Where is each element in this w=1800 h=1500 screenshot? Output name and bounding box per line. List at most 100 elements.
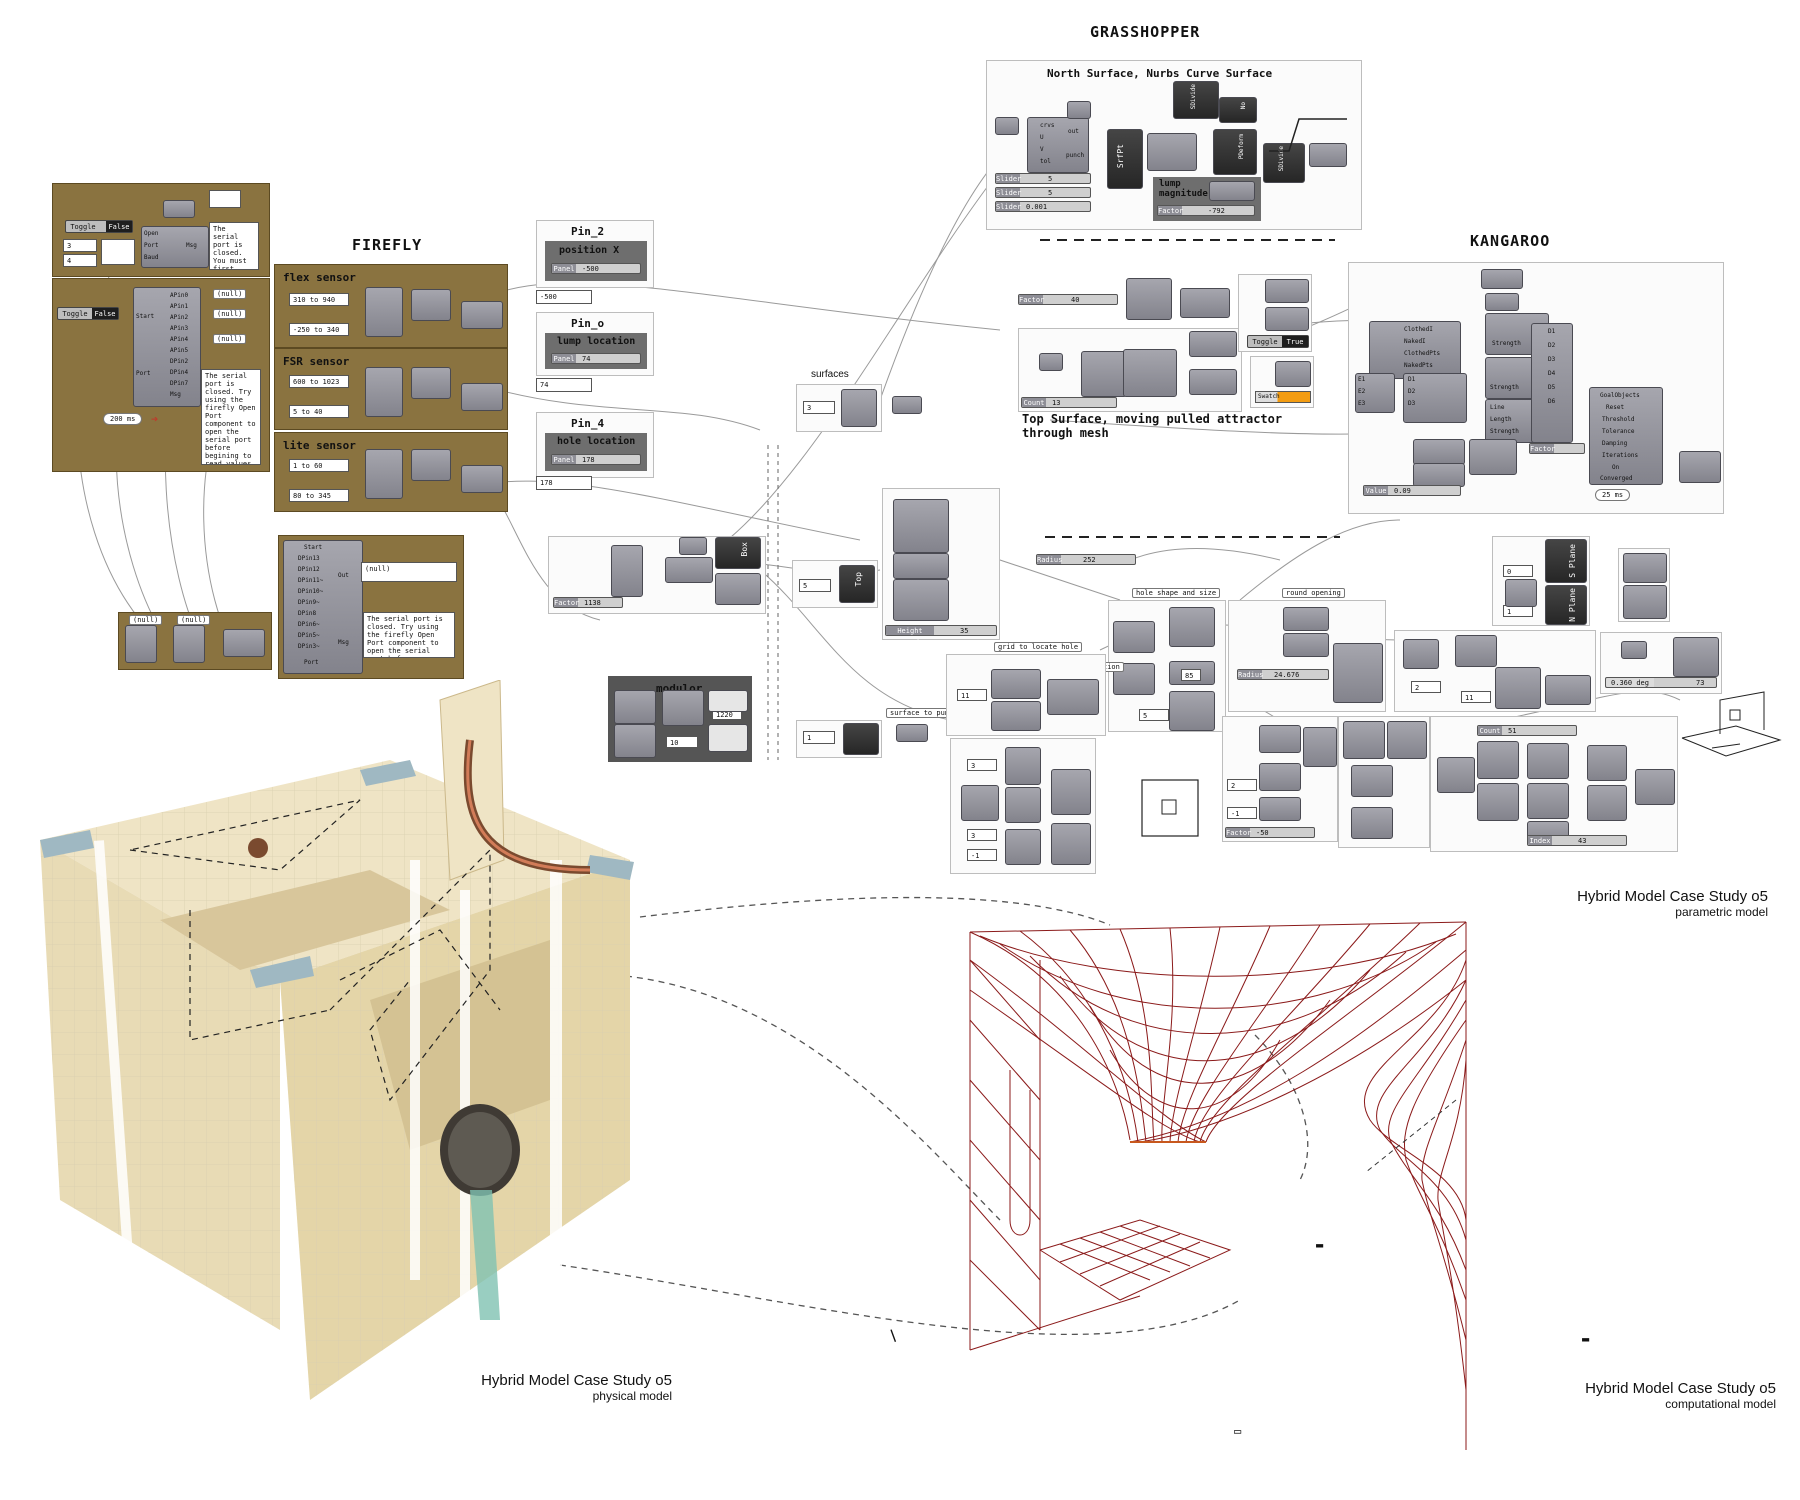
curve-param-component[interactable]: [995, 117, 1019, 135]
hole-comp-5[interactable]: [1169, 691, 1215, 731]
ci-comp-2[interactable]: [1477, 741, 1519, 779]
box-input-component[interactable]: [611, 545, 643, 597]
modulor-comp-1[interactable]: [614, 690, 656, 724]
surface-param-component[interactable]: [892, 396, 922, 414]
s-input[interactable]: 1: [803, 731, 835, 744]
remap-component[interactable]: [125, 625, 157, 663]
stack-comp-6[interactable]: [1051, 823, 1091, 865]
fsr-range-2[interactable]: 5 to 40: [289, 405, 349, 418]
kangaroo-top-comp-1[interactable]: [1481, 269, 1523, 289]
flex-smooth-component[interactable]: [461, 301, 503, 329]
open-toggle[interactable]: Toggle False: [65, 220, 133, 233]
stack-comp-5[interactable]: [1005, 829, 1041, 865]
modulor-comp-4[interactable]: [708, 690, 748, 712]
punch-param-component[interactable]: [896, 724, 928, 742]
lite-smooth-component[interactable]: [461, 465, 503, 493]
mb-comp-4[interactable]: [1351, 807, 1393, 839]
top-component[interactable]: Top: [839, 565, 875, 603]
lite-range-2[interactable]: 80 to 345: [289, 489, 349, 502]
index-slider[interactable]: Index 43: [1527, 835, 1627, 846]
pin-2-slider[interactable]: Panel -500: [551, 263, 641, 274]
read-timer[interactable]: 200 ms: [103, 413, 143, 425]
lite-remap-component[interactable]: [365, 449, 403, 499]
kangaroo-factor-slider[interactable]: Factor: [1529, 443, 1585, 454]
kangaroo-top-comp-2[interactable]: [1485, 293, 1519, 311]
north-param-component[interactable]: [1067, 101, 1091, 119]
lump-component[interactable]: [1209, 181, 1255, 201]
hole-comp-2[interactable]: [1169, 607, 1215, 647]
kangaroo-expr-2[interactable]: [1413, 463, 1465, 487]
hole-value-2[interactable]: 5: [1139, 709, 1169, 721]
stack-value-1[interactable]: 3: [967, 759, 997, 771]
toggle-comp-1[interactable]: [1265, 279, 1309, 303]
stack-comp-2[interactable]: [961, 785, 999, 821]
ci-comp-7[interactable]: [1587, 745, 1627, 781]
modulor-comp-2[interactable]: [614, 724, 656, 758]
plane-value-1[interactable]: 0: [1503, 565, 1533, 577]
ci-comp-5[interactable]: [1527, 783, 1569, 819]
flex-range-2[interactable]: -250 to 340: [289, 323, 349, 336]
height-comp-2[interactable]: [893, 553, 949, 579]
stack-comp-1[interactable]: [1005, 747, 1041, 785]
top-surface-comp-4[interactable]: [1189, 369, 1237, 395]
surfaces-input[interactable]: 3: [803, 401, 835, 414]
box-component[interactable]: Box: [715, 537, 761, 569]
swatch-component[interactable]: [1275, 361, 1311, 387]
fb-comp-4[interactable]: [1303, 727, 1337, 767]
serial-write-component[interactable]: Start DPin13 DPin12 DPin11~ DPin10~ DPin…: [283, 540, 363, 674]
radius-slider[interactable]: Radius 252: [1036, 554, 1136, 565]
fb-comp-1[interactable]: [1259, 725, 1301, 753]
count-bottom-slider[interactable]: Count 51: [1477, 725, 1577, 736]
port-value-2[interactable]: 4: [63, 254, 97, 267]
read-toggle[interactable]: Toggle False: [57, 307, 119, 320]
top-expr-1[interactable]: [1126, 278, 1172, 320]
grid-comp-1[interactable]: [991, 669, 1041, 699]
smooth-component[interactable]: [223, 629, 265, 657]
step-value-2[interactable]: 11: [1461, 691, 1491, 703]
hole-value-1[interactable]: 85: [1181, 669, 1201, 681]
move-component[interactable]: [1147, 133, 1197, 171]
ci-comp-8[interactable]: [1587, 785, 1627, 821]
ci-comp-9[interactable]: [1635, 769, 1675, 805]
map-component[interactable]: [173, 625, 205, 663]
deg-comp-1[interactable]: [1621, 641, 1647, 659]
factor-top-slider[interactable]: Factor 40: [1018, 294, 1118, 305]
flex-range-1[interactable]: 310 to 940: [289, 293, 349, 306]
n-plane-component[interactable]: N Plane: [1545, 585, 1587, 625]
north-output-component[interactable]: [1309, 143, 1347, 167]
kangaroo-solver[interactable]: GoalObjects Reset Threshold Tolerance Da…: [1589, 387, 1663, 485]
s-component[interactable]: [843, 723, 879, 755]
box-param-component[interactable]: [679, 537, 707, 555]
d-comp-2[interactable]: [1623, 585, 1667, 619]
no-component[interactable]: No: [1219, 97, 1257, 123]
step-comp-1[interactable]: [1403, 639, 1439, 669]
height-comp-3[interactable]: [893, 579, 949, 621]
port-value-3[interactable]: [101, 239, 135, 265]
fb-value-2[interactable]: -1: [1227, 807, 1257, 819]
modulor-comp-5[interactable]: [708, 724, 748, 752]
step-comp-2[interactable]: [1455, 635, 1497, 667]
fb-comp-3[interactable]: [1259, 797, 1301, 821]
flex-remap-component[interactable]: [365, 287, 403, 337]
s-plane-component[interactable]: S Plane: [1545, 539, 1587, 583]
kangaroo-timer[interactable]: 25 ms: [1595, 489, 1631, 501]
ci-comp-1[interactable]: [1437, 757, 1475, 793]
panel-switch-component[interactable]: [163, 200, 195, 218]
kangaroo-output-comp[interactable]: [1679, 451, 1721, 483]
fsr-remap-component[interactable]: [365, 367, 403, 417]
e-comp[interactable]: E1 E2 E3: [1355, 373, 1395, 413]
serial-read-component[interactable]: Start Port APin0 APin1 APin2 APin3 APin4…: [133, 287, 201, 407]
pin-4-slider[interactable]: Panel 178: [551, 454, 641, 465]
fsr-graph-component[interactable]: [411, 367, 451, 399]
kangaroo-point-comp[interactable]: [1469, 439, 1517, 475]
n-component[interactable]: [841, 389, 877, 427]
open-port-component[interactable]: Open Port Baud Msg: [141, 226, 209, 268]
modulor-value[interactable]: 10: [666, 736, 698, 748]
srfpt-component[interactable]: SrfPt: [1107, 129, 1143, 189]
flex-graph-component[interactable]: [411, 289, 451, 321]
deg-slider[interactable]: 0.360 deg 73: [1605, 677, 1717, 688]
lump-slider[interactable]: Factor -792: [1157, 205, 1255, 216]
north-slider-1[interactable]: Slider 5: [995, 173, 1091, 184]
toggle-comp-2[interactable]: [1265, 307, 1309, 331]
fsr-range-1[interactable]: 600 to 1023: [289, 375, 349, 388]
